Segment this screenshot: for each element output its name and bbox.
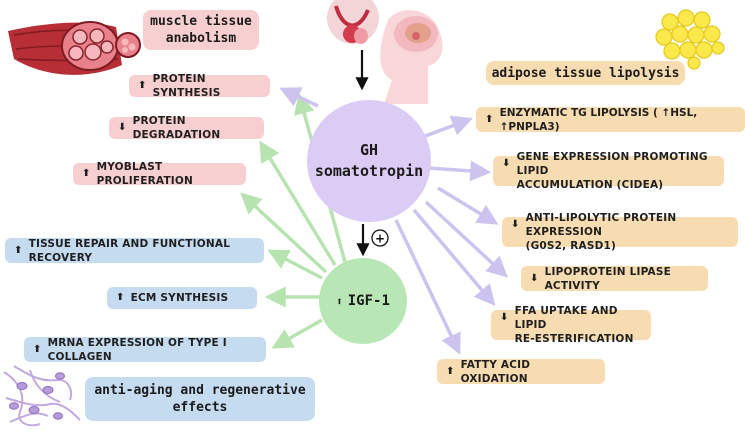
- regen-item-ecm-synthesis: ⬆ ECM SYNTHESIS: [107, 287, 257, 309]
- fibroblast-cells-illustration: [3, 365, 81, 427]
- somatotropin-label: somatotropin: [314, 162, 424, 180]
- up-arrow-icon: ⬆: [138, 80, 147, 91]
- adipose-item-ffa-uptake: ⬇ FFA UPTAKE AND LIPID RE-ESTERIFICATION: [491, 305, 651, 345]
- up-arrow-icon: ⬆: [82, 168, 91, 179]
- igf1-label: IGF-1: [347, 293, 390, 309]
- muscle-item-protein-degradation: ⬇ PROTEIN DEGRADATION: [109, 115, 264, 141]
- plus-sign: +: [375, 232, 385, 246]
- down-arrow-icon: ⬇: [502, 158, 511, 169]
- up-arrow-icon: ⬆: [33, 343, 42, 355]
- plus-circle: [371, 229, 389, 247]
- gh-label: GH: [359, 141, 379, 159]
- gh-somatotropin-node: GH somatotropin: [307, 100, 431, 222]
- adipose-cells-illustration: [655, 9, 725, 70]
- down-arrow-icon: ⬇: [500, 312, 509, 323]
- down-arrow-icon: ⬇: [511, 219, 520, 230]
- muscle-item-protein-synthesis: ⬆ PROTEIN SYNTHESIS: [129, 73, 270, 99]
- adipose-item-anti-lipolytic: ⬇ ANTI-LIPOLYTIC PROTEIN EXPRESSION (G0S…: [502, 212, 738, 252]
- regenerative-effects-title: anti-aging and regenerative effects: [85, 377, 315, 421]
- down-arrow-icon: ⬇: [118, 122, 127, 133]
- regen-item-collagen-mrna: ⬆ MRNA EXPRESSION OF TYPE I COLLAGEN: [24, 337, 266, 363]
- regen-item-tissue-repair: ⬆ TISSUE REPAIR AND FUNCTIONAL RECOVERY: [5, 238, 264, 264]
- gh-arrows: [279, 87, 508, 355]
- adipose-item-tg-lipolysis: ⬆ ENZYMATIC TG LIPOLYSIS ( ↑HSL, ↑PNPLA3…: [476, 107, 745, 133]
- muscle-fiber-illustration: [8, 21, 141, 75]
- muscle-item-myoblast-proliferation: ⬆ MYOBLAST PROLIFERATION: [73, 161, 246, 187]
- up-arrow-icon: ⬆: [446, 365, 455, 377]
- down-arrow-icon: ⬇: [530, 272, 539, 284]
- igf1-up-arrow-icon: ⬆: [336, 294, 343, 308]
- adipose-item-cidea: ⬇ GENE EXPRESSION PROMOTING LIPID ACCUMU…: [493, 151, 724, 191]
- up-arrow-icon: ⬆: [485, 113, 494, 125]
- adipose-lipolysis-title: adipose tissue lipolysis: [486, 61, 685, 85]
- pituitary-head-illustration: [327, 0, 443, 105]
- up-arrow-icon: ⬆: [14, 244, 23, 256]
- muscle-anabolism-title: muscle tissue anabolism: [143, 10, 259, 50]
- adipose-item-lpl-activity: ⬇ LIPOPROTEIN LIPASE ACTIVITY: [521, 266, 708, 292]
- adipose-item-fatty-acid-oxidation: ⬆ FATTY ACID OXIDATION: [437, 359, 605, 385]
- igf1-node: ⬆ IGF-1: [319, 258, 407, 344]
- up-arrow-icon: ⬆: [116, 292, 125, 303]
